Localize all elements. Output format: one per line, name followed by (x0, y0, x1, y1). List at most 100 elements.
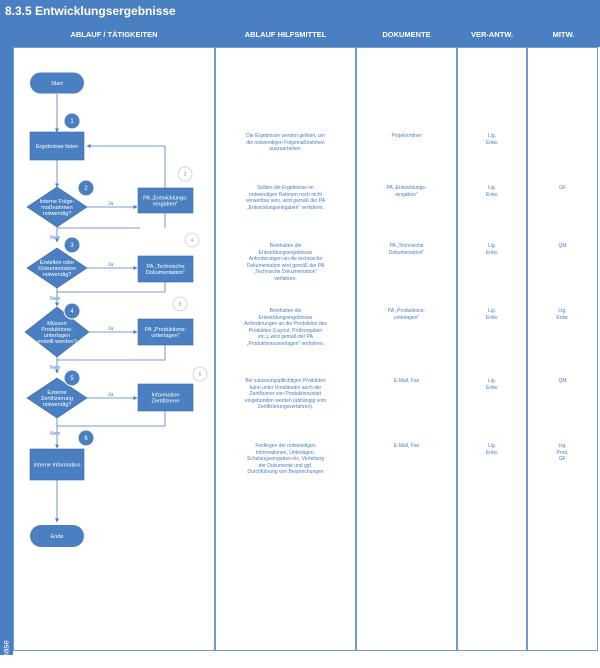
cell-mitw-6: Lig.Prod.GF (529, 443, 596, 463)
cell-line: Schulungseingaben etc. Verteilung (246, 456, 324, 463)
cell-line: Lig. (558, 443, 567, 449)
reference-number: 5 (179, 302, 182, 308)
cell-verantw-5: Lig.Entw. (459, 378, 525, 391)
cell-line: GF (559, 456, 566, 463)
cell-line: Anforderungen an die Produktion des (244, 321, 327, 328)
cell-line: Lig. (487, 185, 497, 191)
cell-line: Festlegen der notwendigen (255, 443, 316, 449)
column-header-mitw: MITW. (527, 22, 600, 47)
process-information-zertifizierer-label-line: Zertifizierer (152, 399, 180, 405)
cell-line: E-Mail, Fax (393, 443, 420, 449)
cell-mitw-3: QM (529, 243, 596, 250)
cell-line: Entw. (485, 449, 499, 456)
reference-circle-1 (177, 166, 193, 182)
cell-line: notwendigen Rahmen noch nicht (249, 191, 322, 198)
cell-line: QM (558, 243, 567, 249)
decision-zertifizierung-label-line: Externe (47, 390, 66, 396)
cell-line: Informationen, Unterlagen, (255, 449, 316, 456)
cell-line: Lig. (487, 378, 497, 384)
label-yes-4: Ja (108, 392, 114, 398)
decision-dokumentation (26, 247, 88, 289)
step-number-label: 4 (70, 309, 74, 315)
reference-circle-2 (184, 232, 200, 248)
label-yes-1: Ja (108, 201, 114, 207)
process-information-zertifizierer (137, 383, 194, 412)
cell-verantw-3: Lig.Entw. (459, 243, 525, 256)
process-interne-information-label-line: Interne Information (34, 463, 81, 469)
cell-line: die notwendigen Folgemaßnahmen (246, 139, 325, 146)
column-header-hilfsmittel: ABLAUF HILFSMITTEL (215, 22, 356, 47)
cell-line: Entw. (485, 314, 499, 321)
cell-dokumente-5: E-Mail, Fax (358, 378, 455, 385)
step-number-4 (63, 302, 81, 320)
cell-verantw-6: Lig.Entw. (459, 443, 525, 456)
decision-produktionsunterlagen-label-line: erstellt werden? (37, 339, 77, 345)
cell-line: GF (559, 185, 566, 191)
start-terminal (30, 72, 84, 94)
cell-line: kann unter Umständen auch der (249, 384, 322, 391)
process-entwicklungseingaben (137, 187, 194, 214)
process-produktionsunterlagen-label-line: PA „Produktions- (145, 327, 187, 333)
connector-loopback (86, 144, 166, 188)
cell-line: Lig. (487, 443, 497, 449)
decision-folgemassnahmen-label-line: maßnahmen (41, 205, 72, 211)
process-interne-information (29, 448, 85, 481)
decision-produktionsunterlagen (24, 306, 90, 358)
process-entwicklungseingaben-label-line: eingaben" (153, 202, 178, 208)
start-terminal-label: Start (51, 81, 63, 87)
label-no-2: Nein (50, 296, 61, 302)
decision-produktionsunterlagen-label-line: Produktions- (41, 327, 73, 333)
cell-line: QM (558, 378, 567, 384)
cell-line: PA „Entwicklungs- (386, 185, 427, 191)
cell-line: der Dokumente und ggf. (258, 462, 313, 469)
end-terminal (30, 525, 84, 547)
cell-line: Dokumentation wird gemäß der PA (246, 262, 325, 269)
step-number-label: 6 (84, 436, 88, 442)
connector-merge-2 (57, 282, 166, 293)
step-number-6 (77, 429, 95, 447)
cell-line: Projektordner (391, 133, 422, 139)
process-technische-dokumentation (137, 255, 194, 283)
cell-mitw-4: Ltg.Entw. (529, 308, 596, 321)
cell-dokumente-1: Projektordner (358, 133, 455, 140)
cell-line: Lig. (487, 243, 497, 249)
cell-line: Lig. (487, 133, 497, 139)
step-number-1 (63, 112, 81, 130)
cell-line: Entw. (485, 139, 499, 146)
cell-line: „Technische Dokumentation" (253, 269, 318, 276)
cell-line: Dokumentation" (388, 249, 425, 256)
decision-folgemassnahmen-label-line: Interne Folge- (40, 199, 75, 205)
step-number-3 (63, 236, 81, 254)
cell-line: Lig. (487, 308, 497, 314)
reference-circle-4 (192, 366, 208, 382)
cell-line: Beinhalten die (269, 308, 302, 314)
cell-line: Entw. (485, 249, 499, 256)
cell-line: Durchführung von Besprechungen (247, 469, 324, 476)
process-ergebnisse-listen (29, 131, 85, 161)
column-header-verantw: VER-ANTW. (457, 22, 527, 47)
decision-zertifizierung-label-line: Zertifizierung (41, 396, 73, 402)
column-mitw (527, 47, 598, 651)
step-number-label: 1 (70, 119, 74, 125)
decision-folgemassnahmen (26, 186, 88, 228)
cell-line: „Entwicklungseingaben" verfahren. (246, 204, 325, 211)
process-ergebnisse-listen-label-line: Ergebnisse listen (36, 144, 79, 150)
decision-zertifizierung (26, 377, 88, 419)
cell-line: verwertbar sein, wird gemäß der PA (245, 198, 326, 205)
decision-folgemassnahmen-label-line: notwendig? (43, 211, 72, 217)
cell-line: Anforderungen an die technische (248, 256, 323, 263)
step-number-label: 3 (70, 243, 74, 249)
cell-mitw-5: QM (529, 378, 596, 385)
reference-number: 6 (199, 372, 202, 378)
cell-line: PA „Produktions- (387, 308, 426, 314)
